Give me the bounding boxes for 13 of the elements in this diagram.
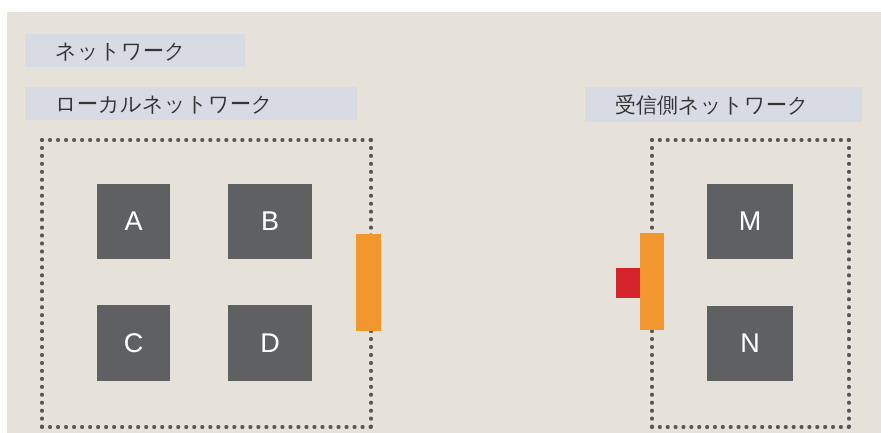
host-box: D (228, 305, 312, 381)
gateway-bar (640, 233, 664, 330)
heading-band: ローカルネットワーク (25, 87, 357, 120)
gateway-bar (356, 234, 381, 331)
port-square (616, 268, 641, 298)
host-box: N (707, 306, 793, 381)
heading-band: ネットワーク (25, 34, 245, 67)
host-box: C (97, 305, 170, 381)
dotted-network-boundary (40, 138, 373, 429)
host-box: M (707, 184, 793, 259)
heading-band: 受信側ネットワーク (585, 87, 862, 122)
host-box: B (228, 184, 312, 259)
host-box: A (97, 184, 170, 259)
